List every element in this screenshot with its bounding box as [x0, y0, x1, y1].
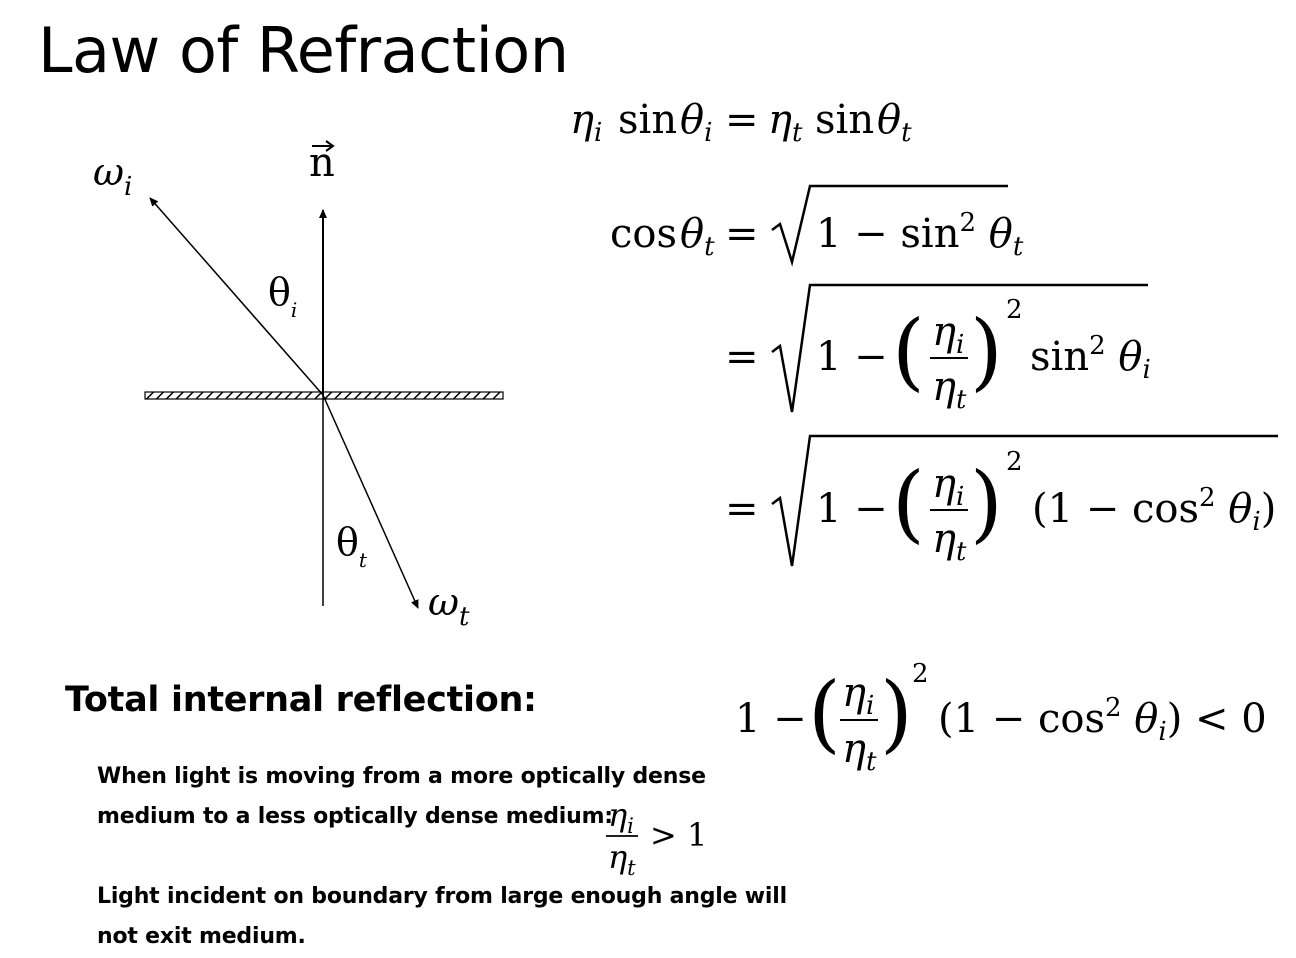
ratio-condition: ηi ηt > 1	[606, 796, 707, 880]
slide-title: Law of Refraction	[38, 14, 569, 87]
transmitted-label: ωt	[428, 580, 470, 632]
equation-line-3: = 1 − ( ηi ηt ) 2 (1 − cos2 θi)	[725, 434, 1278, 567]
svg-text:): )	[880, 664, 913, 762]
tir-line-3: Light incident on boundary from large en…	[97, 884, 787, 909]
tir-line-4: not exit medium.	[97, 924, 306, 949]
svg-text:(1 − cos2 θi) < 0: (1 − cos2 θi) < 0	[938, 693, 1267, 747]
svg-text:=: =	[725, 486, 759, 532]
svg-text:ηt: ηt	[608, 838, 636, 880]
tir-line-1: When light is moving from a more optical…	[97, 764, 706, 789]
svg-text:(1 − cos2 θi): (1 − cos2 θi)	[1032, 483, 1276, 537]
tir-line-2: medium to a less optically dense medium:	[97, 804, 613, 829]
svg-text:2: 2	[1006, 295, 1023, 325]
svg-text:> 1: > 1	[650, 816, 707, 854]
svg-text:2: 2	[1006, 447, 1023, 477]
theta-i-label: θi	[268, 270, 297, 322]
svg-text:ηi: ηi	[570, 97, 602, 148]
snell-law-equation: ηi sin θi = ηt sin θt	[570, 97, 912, 148]
svg-text:(: (	[892, 302, 925, 400]
svg-text:sin2 θi: sin2 θi	[1030, 331, 1151, 385]
equation-line-2: = 1 − ( ηi ηt ) 2 sin2 θi	[725, 283, 1151, 415]
svg-text:1 −: 1 −	[816, 334, 888, 380]
refraction-diagram: ωi n θi θt ωt	[93, 140, 504, 632]
svg-text:): )	[970, 302, 1003, 400]
svg-text:ηi: ηi	[608, 796, 634, 838]
tir-heading: Total internal reflection:	[65, 680, 537, 720]
svg-text:ηi: ηi	[932, 461, 964, 512]
svg-text:θi: θi	[680, 97, 712, 148]
svg-text:ηt: ηt	[932, 364, 967, 415]
svg-text:1 −: 1 −	[735, 696, 807, 742]
svg-text:1 − sin2 θt: 1 − sin2 θt	[816, 208, 1024, 262]
normal-label-arrow-head	[325, 140, 335, 152]
incident-label: ωi	[93, 150, 132, 202]
svg-text:=: =	[725, 97, 759, 143]
svg-text:2: 2	[912, 659, 929, 689]
svg-text:(: (	[892, 454, 925, 552]
transmitted-ray	[322, 394, 419, 609]
svg-text:cos: cos	[610, 211, 677, 257]
tir-condition-equation: 1 − ( ηi ηt ) 2 (1 − cos2 θi) < 0	[735, 659, 1267, 777]
equations-panel: ηi sin θi = ηt sin θt cos θt = 1 − sin2 …	[570, 97, 1278, 777]
svg-text:(: (	[808, 664, 841, 762]
svg-text:sin: sin	[618, 97, 677, 143]
svg-text:θt: θt	[680, 211, 715, 262]
svg-text:sin: sin	[815, 97, 874, 143]
svg-text:1 −: 1 −	[816, 486, 888, 532]
svg-text:ηi: ηi	[842, 670, 874, 721]
theta-t-label: θt	[336, 520, 368, 572]
svg-text:ηt: ηt	[768, 97, 803, 148]
svg-text:ηi: ηi	[932, 309, 964, 360]
svg-text:ηt: ηt	[932, 516, 967, 567]
svg-text:θt: θt	[877, 97, 912, 148]
incident-ray	[149, 197, 324, 396]
svg-text:ηt: ηt	[842, 726, 877, 777]
cos-theta-t-equation: cos θt = 1 − sin2 θt	[610, 184, 1024, 267]
svg-text:=: =	[725, 334, 759, 380]
svg-text:): )	[970, 454, 1003, 552]
svg-text:=: =	[725, 211, 759, 257]
